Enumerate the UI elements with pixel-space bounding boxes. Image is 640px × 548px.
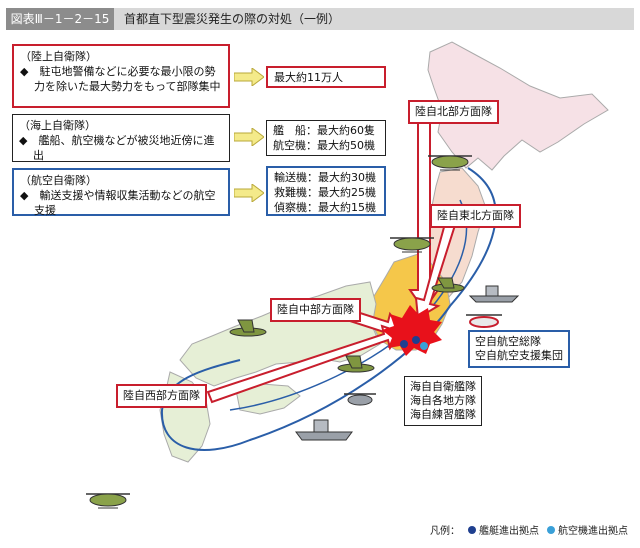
warship-icon (295, 419, 353, 441)
air-command-line: 空自航空支援集団 (475, 349, 563, 362)
army-resource-box: 最大約11万人 (266, 66, 386, 88)
aircraft-base-dot-icon (547, 525, 555, 534)
legend-aircraft-label: 航空機進出拠点 (558, 526, 628, 537)
air-resource-line: 救難機：最大約25機 (274, 186, 376, 199)
navy-unit-box: （海上自衛隊） ◆ 艦船、航空機などが被災地近傍に進出 (12, 114, 230, 162)
arrow-right-icon (234, 68, 264, 86)
navy-resource-line: 艦 船：最大約60隻 (273, 124, 375, 137)
figure-title: 首都直下型震災発生の際の対処（一例） (124, 12, 341, 26)
navy-resource-line: 航空機：最大約50機 (273, 139, 375, 152)
air-command-line: 空自航空総隊 (475, 335, 541, 348)
transport-aircraft-icon (337, 355, 375, 373)
air-resource-line: 偵察機：最大約15機 (274, 201, 376, 214)
army-unit-heading: （陸上自衛隊） (20, 50, 97, 63)
air-unit-box: （航空自衛隊） ◆ 輸送支援や情報収集活動などの航空支援 (12, 168, 230, 217)
navy-unit-description: ◆ 艦船、航空機などが被災地近傍に進出 (19, 134, 215, 162)
legend-ship-label: 艦艇進出拠点 (479, 526, 539, 537)
ship-base-marker (412, 336, 420, 344)
figure-number: 図表Ⅲ－1－2－15 (6, 8, 114, 30)
northeast-army-label: 陸自東北方面隊 (430, 204, 521, 228)
middle-army-label: 陸自中部方面隊 (270, 298, 361, 322)
arrow-right-icon (234, 184, 264, 202)
air-unit-description: ◆ 輸送支援や情報収集活動などの航空支援 (20, 189, 216, 217)
navy-fleet-line: 海自練習艦隊 (410, 408, 476, 421)
ship-base-marker (400, 340, 408, 348)
air-resource-box: 輸送機：最大約30機 救難機：最大約25機 偵察機：最大約15機 (266, 166, 386, 216)
navy-fleet-line: 海自各地方隊 (410, 394, 476, 407)
navy-helicopter-icon (344, 393, 376, 406)
legend-prefix: 凡例： (430, 526, 460, 537)
ship-base-dot-icon (468, 525, 476, 534)
air-resource-line: 輸送機：最大約30機 (274, 171, 376, 184)
army-resource-line: 最大約11万人 (274, 71, 343, 84)
navy-unit-heading: （海上自衛隊） (19, 119, 96, 132)
helicopter-icon (86, 493, 130, 509)
army-unit-description: ◆ 駐屯地警備などに必要な最小限の勢力を除いた最大勢力をもって部隊集中 (20, 65, 221, 93)
legend: 凡例： 艦艇進出拠点 航空機進出拠点 (430, 522, 628, 537)
army-unit-box: （陸上自衛隊） ◆ 駐屯地警備などに必要な最小限の勢力を除いた最大勢力をもって部… (12, 44, 230, 108)
helicopter-icon (390, 237, 434, 253)
navy-fleet-line: 海自自衛艦隊 (410, 380, 476, 393)
transport-aircraft-icon (229, 319, 267, 337)
navy-fleet-label: 海自自衛艦隊 海自各地方隊 海自練習艦隊 (404, 376, 482, 426)
west-army-label: 陸自西部方面隊 (116, 384, 207, 408)
transport-aircraft-icon (431, 277, 465, 293)
rescue-helicopter-icon (466, 314, 502, 328)
navy-resource-box: 艦 船：最大約60隻 航空機：最大約50機 (266, 120, 386, 156)
arrow-right-icon (234, 128, 264, 146)
north-army-label: 陸自北部方面隊 (408, 100, 499, 124)
air-command-label: 空自航空総隊 空自航空支援集団 (468, 330, 570, 368)
figure-header: 図表Ⅲ－1－2－15 首都直下型震災発生の際の対処（一例） (6, 8, 634, 30)
disaster-burst (382, 305, 442, 356)
helicopter-icon (428, 155, 472, 171)
warship-icon (468, 285, 520, 303)
air-unit-heading: （航空自衛隊） (20, 174, 97, 187)
aircraft-base-marker (420, 342, 428, 350)
